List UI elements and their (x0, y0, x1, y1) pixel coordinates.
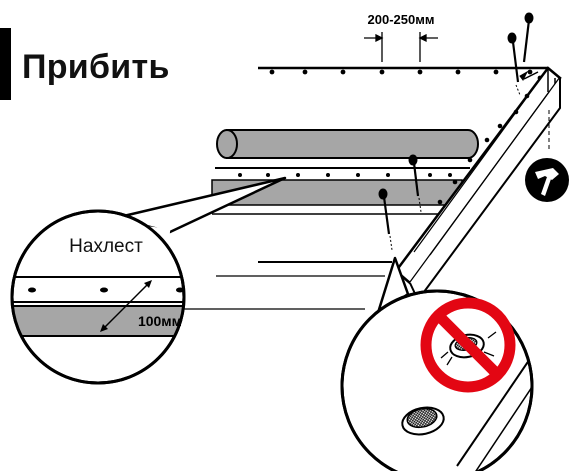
overlap-title: Нахлест (69, 236, 143, 257)
overlap-detail-callout: Нахлест 100мм (10, 176, 287, 385)
nail-detail-callout (340, 256, 534, 471)
nail-spacing-dimension (364, 32, 438, 62)
prohibition-icon (420, 297, 516, 393)
falling-nails (378, 12, 539, 251)
heading-accent-bar (0, 28, 11, 100)
rafter-beam (394, 66, 562, 302)
hammer-icon (525, 158, 569, 202)
roof-plane (150, 66, 548, 310)
overlap-width-label: 100мм (138, 313, 182, 329)
membrane-roll (211, 129, 479, 215)
page-title: Прибить (22, 48, 170, 86)
nail-row (269, 69, 543, 81)
nail-spacing-label: 200-250мм (368, 12, 435, 27)
